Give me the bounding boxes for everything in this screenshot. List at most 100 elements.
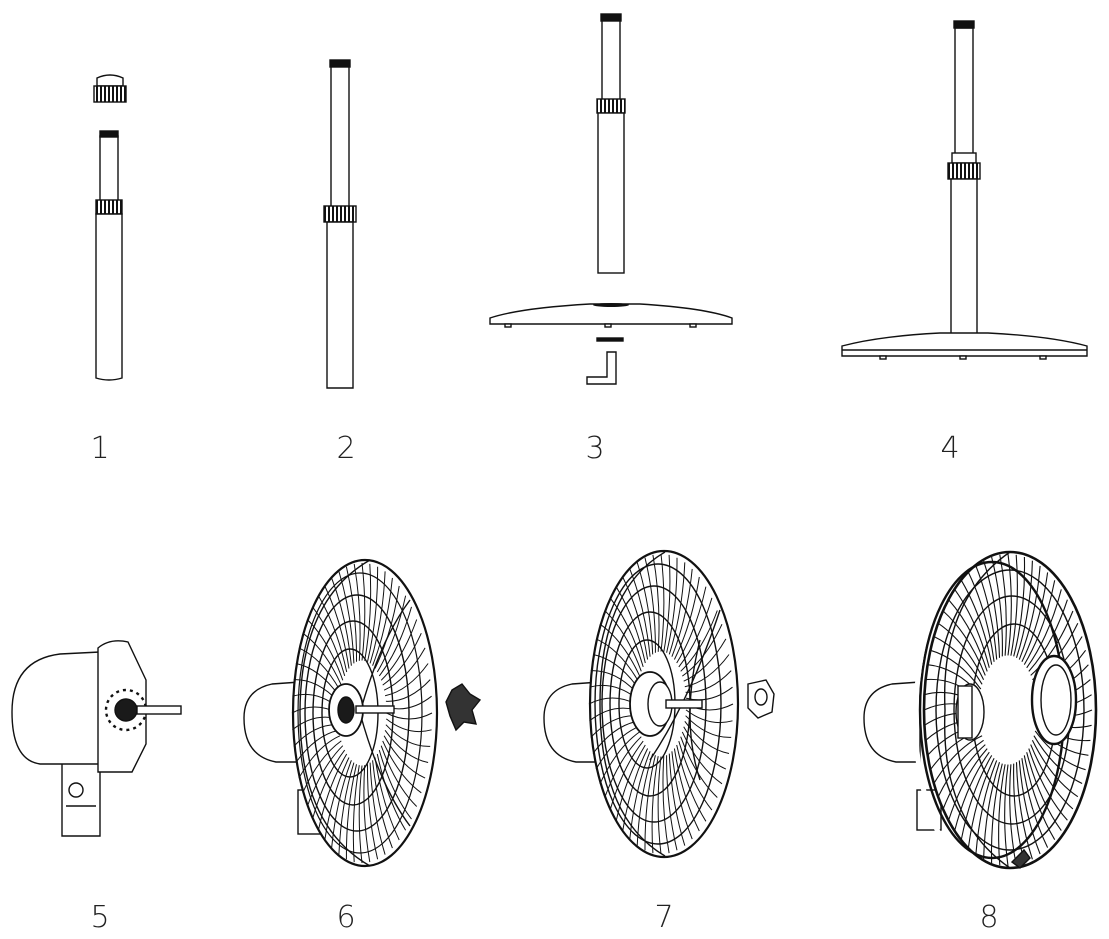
grille-rib [651,756,659,854]
step-8-illustration [863,550,1098,870]
tube-collar [947,162,981,180]
step-7-illustration [543,549,775,859]
motor-shaft [136,705,182,715]
step-label-8: 8 [979,900,999,935]
grille-rib [680,610,718,672]
grille-rib [358,765,363,864]
tube-collar [323,205,357,223]
grille-rib [345,566,358,662]
grille-rib [681,731,723,785]
grille-rib [363,765,371,863]
grille-rib [1004,764,1009,867]
grille-rib [636,753,654,846]
grille-rib [948,599,988,672]
grille-rib [682,623,723,677]
collar-nut [93,74,127,103]
grille-rib [644,755,656,851]
step-6-illustration [243,558,482,868]
grille-rib [386,712,433,720]
grille-rib [998,764,1006,866]
grille-rib [1034,730,1086,771]
grille-rib [369,571,386,664]
grille-rib [374,585,400,669]
grille-rib [378,606,412,677]
grille-rib [678,597,713,668]
grille-rib [1028,599,1068,672]
blade-nut [747,679,775,719]
inner-tube [601,19,621,101]
grille-rib [353,563,361,661]
grille-rib [615,586,646,664]
grille-rib [983,560,1001,658]
grille-rib [673,748,700,832]
grille-rib [671,568,693,657]
grille-rib [338,571,355,664]
grille-rib [599,731,640,785]
grille-rib [376,595,407,673]
grille-rib [298,647,341,691]
step-label-3: 3 [585,431,605,466]
grille-rib [312,606,346,677]
motor-housing [863,681,921,763]
grille-rib [361,562,366,661]
grille-rib [983,762,1001,860]
grille-rib [1033,735,1083,784]
grille-rib [595,638,639,682]
outer-tube [950,178,978,335]
grille-rib [302,740,342,794]
grille-rib [338,762,355,855]
grille-rib [684,654,730,688]
grille-rib [671,751,693,840]
grille-rib [302,632,342,686]
grille-rib [1023,755,1056,840]
step-5-illustration [11,640,182,837]
grille-rib [615,744,646,822]
grille-rib [369,762,386,855]
grille-rib [975,565,998,660]
grille-rib [636,562,654,655]
grille-rib [331,577,352,666]
step-label-5: 5 [90,900,110,935]
grille-rib [668,562,686,655]
grille-rib [384,730,429,763]
grille-rib [1026,752,1062,831]
grille-rib [1013,556,1026,657]
grille-rib [666,755,678,851]
grille-rib [663,554,671,652]
step-label-4: 4 [940,431,960,466]
motor-housing [11,651,101,765]
grille-rib [385,718,432,733]
outer-tube [597,112,625,274]
spinner-nut [445,683,482,732]
grille-rib [372,577,393,666]
grille-rib [662,756,670,854]
grille-rib [937,739,984,797]
grille-rib [644,557,656,653]
grille-rib [382,632,422,686]
grille-rib [622,748,649,832]
step-2-illustration [323,59,357,389]
grille-rib [676,586,707,664]
grille-rib [975,760,998,855]
grille-rib [298,735,341,779]
grille-rib [622,576,649,660]
grille-rib [1010,554,1018,656]
grille-rib [609,740,644,811]
grille-rib [660,553,665,652]
grille-rib [378,749,412,820]
grille-rib [382,740,422,794]
grille-rib [1015,560,1033,658]
grille-rib [680,736,718,798]
grille-rib [1028,748,1068,821]
step-3-illustration [489,13,733,385]
inner-tube [954,27,974,155]
motor-housing [243,681,301,763]
grille-rib [678,740,713,811]
grille-rib [604,610,642,672]
grille-rib [1021,758,1049,848]
grille-rib [592,654,638,687]
grille-rib [990,763,1003,864]
tube-collar [95,199,123,215]
grille-rib [374,757,400,841]
grille-rib [1030,610,1074,676]
